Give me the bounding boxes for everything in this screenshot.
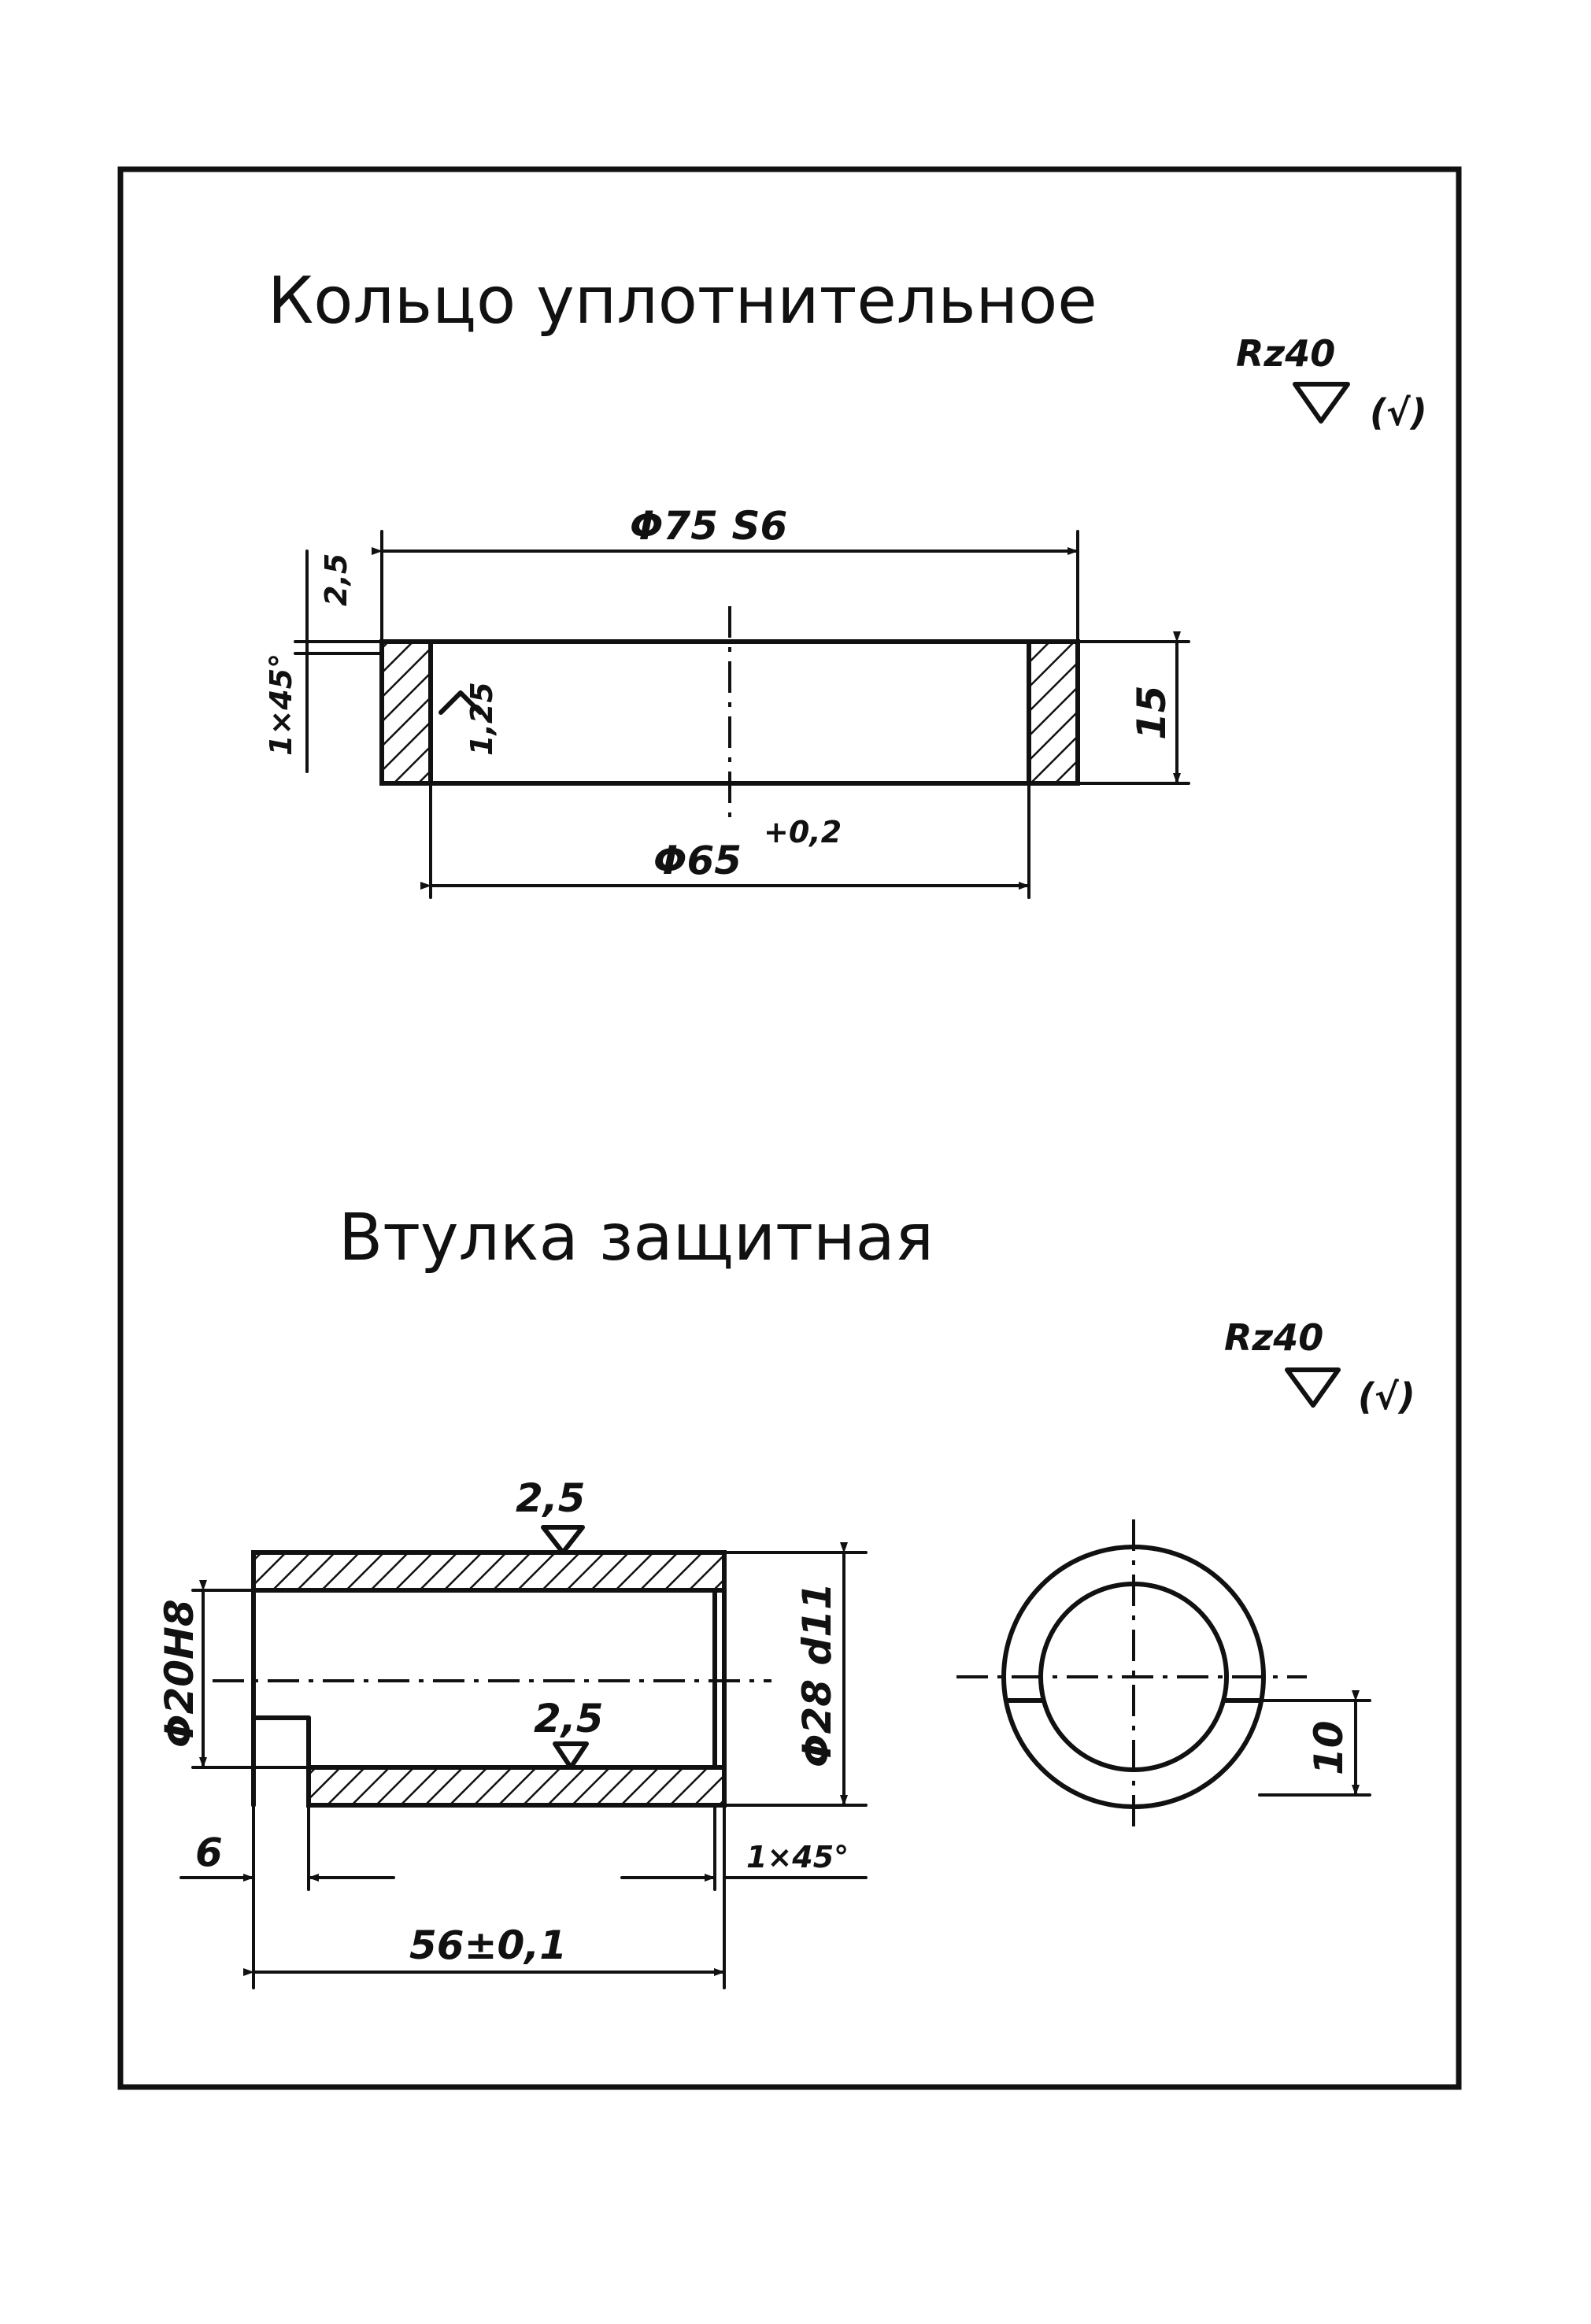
sleeve-title: Втулка защитная <box>339 1201 934 1275</box>
sleeve-wall-bottom <box>306 1765 727 1808</box>
sleeve-slot-label: 6 <box>195 1830 223 1875</box>
sleeve-outer-label: Φ28 d11 <box>794 1582 840 1767</box>
ring-inner-roughness-label: 1,25 <box>464 682 499 756</box>
ring-height-label: 15 <box>1129 685 1175 740</box>
sleeve-roughness-inner-label: 2,5 <box>534 1696 604 1741</box>
svg-text:(√): (√) <box>1370 391 1427 434</box>
ring-section-left <box>379 639 433 786</box>
ring-roughness-symbol: Rz40 (√) <box>1236 332 1427 434</box>
sleeve-chamfer-label: 1×45° <box>746 1840 849 1874</box>
ring-chamfer-gap-label: 2,5 <box>319 553 353 606</box>
svg-text:(√): (√) <box>1358 1375 1415 1418</box>
ring-inner-dim-tol: +0,2 <box>764 815 842 849</box>
ring-section-right <box>1027 639 1080 786</box>
ring-inner-dim-label: Φ65 <box>653 838 742 883</box>
svg-text:Rz40: Rz40 <box>1236 332 1335 375</box>
ring-chamfer-label: 1×45° <box>264 653 298 756</box>
sleeve-wall-top <box>251 1550 727 1593</box>
sleeve-roughness-top-label: 2,5 <box>516 1475 586 1521</box>
svg-text:Rz40: Rz40 <box>1224 1316 1323 1359</box>
ring-outer-dim-label: Φ75 S6 <box>630 503 787 549</box>
ring-title: Кольцо уплотнительное <box>268 264 1097 339</box>
end-view-dim-label: 10 <box>1306 1720 1352 1775</box>
sleeve-end-view <box>956 1519 1307 1834</box>
sleeve-bore-label: Φ20H8 <box>157 1599 202 1748</box>
sleeve-roughness-symbol: Rz40 (√) <box>1224 1316 1415 1418</box>
sheet-frame <box>117 166 1462 2090</box>
sleeve-length-label: 56±0,1 <box>409 1922 567 1968</box>
